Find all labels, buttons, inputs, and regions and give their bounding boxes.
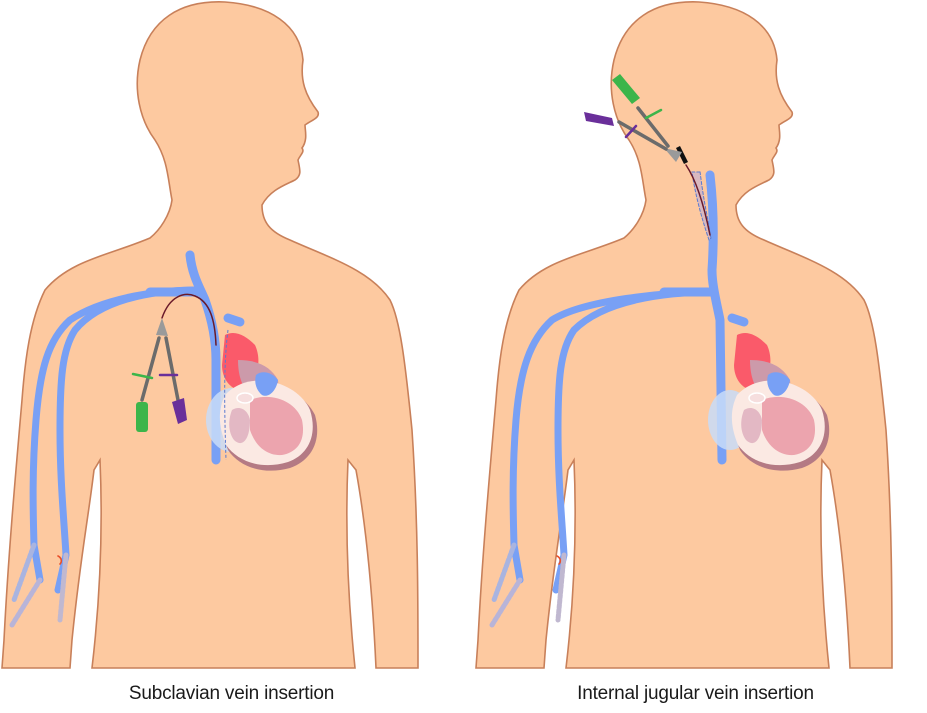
subclavian-illustration xyxy=(1,1,419,669)
caption-subclavian: Subclavian vein insertion xyxy=(128,683,335,704)
subclavian-catheter xyxy=(131,293,217,432)
svc-dashed-outline xyxy=(224,329,229,461)
jugular-catheter xyxy=(584,74,712,241)
caption-internal-jugular: Internal jugular vein insertion xyxy=(577,683,814,704)
heart xyxy=(708,333,830,471)
internal-jugular-illustration xyxy=(475,1,893,669)
arm-veins xyxy=(9,286,204,628)
heart xyxy=(206,333,318,471)
arm-veins xyxy=(489,288,718,628)
central-veins xyxy=(659,170,749,465)
internal-jugular-panel: Internal jugular vein insertion xyxy=(464,0,927,713)
central-veins xyxy=(145,250,245,465)
body-silhouette xyxy=(475,1,893,669)
subclavian-panel: Subclavian vein insertion xyxy=(0,0,463,713)
